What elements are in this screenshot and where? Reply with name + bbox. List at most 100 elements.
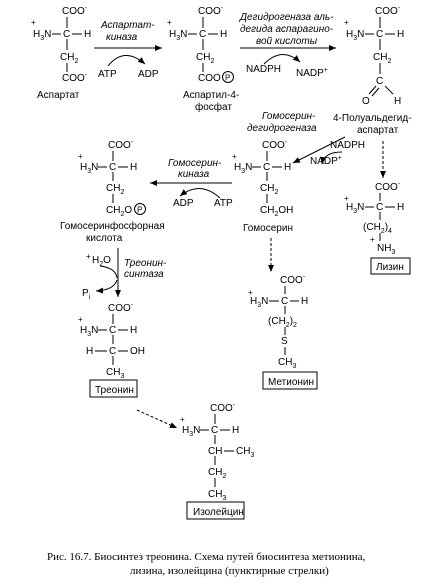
svg-text:H2O: H2O <box>92 255 111 268</box>
svg-text:P: P <box>137 206 142 215</box>
svg-text:COO-: COO- <box>108 302 134 314</box>
svg-text:O: O <box>362 96 370 107</box>
svg-text:CH2: CH2 <box>373 52 391 65</box>
svg-text:+: + <box>78 315 83 324</box>
svg-text:Pi: Pi <box>82 288 91 301</box>
aspartate-kinase-step: Аспартат- киназа ATP ADP <box>94 20 162 80</box>
svg-text:H: H <box>232 425 239 436</box>
svg-text:H: H <box>301 296 308 307</box>
svg-text:CH3: CH3 <box>278 357 296 370</box>
svg-text:C: C <box>376 76 383 87</box>
svg-text:CH2: CH2 <box>106 183 124 196</box>
homoserine-dehydrogenase-step: Гомосерин- дегидрогеназа NADPH NADP+ <box>247 111 365 167</box>
svg-text:COO-: COO- <box>375 181 401 193</box>
svg-text:Изолейцин: Изолейцин <box>193 507 244 518</box>
svg-text:CH2OH: CH2OH <box>260 205 293 218</box>
svg-text:CH2: CH2 <box>260 183 278 196</box>
svg-text:Дегидрогеназа аль-: Дегидрогеназа аль- <box>239 12 334 23</box>
svg-text:C: C <box>109 325 116 336</box>
lysine-structure: COO- + H3N C H (CH2)4 + NH3 Лизин <box>344 181 411 275</box>
methionine-box <box>262 371 318 390</box>
svg-text:кислота: кислота <box>86 233 123 244</box>
svg-text:H3N: H3N <box>80 162 98 175</box>
homoserine-structure: COO- + H3N C H CH2 CH2OH Гомосерин <box>232 139 293 234</box>
svg-text:C: C <box>109 162 116 173</box>
aspartate-structure: COO- + H3N C H CH2 COO- Аспартат <box>31 5 91 101</box>
svg-text:(CH2)4: (CH2)4 <box>363 222 392 235</box>
svg-text:COO-: COO- <box>108 139 134 151</box>
isoleucine-box <box>186 501 245 520</box>
svg-text:(CH2)2: (CH2)2 <box>268 316 297 329</box>
svg-text:лизина, изолейцина (пунктирные: лизина, изолейцина (пунктирные стрелки) <box>130 565 329 577</box>
svg-text:H: H <box>397 29 404 40</box>
svg-text:S: S <box>281 336 288 347</box>
svg-text:дегида аспарагино-: дегида аспарагино- <box>240 24 334 35</box>
aspartate-label: Аспартат <box>37 90 80 101</box>
svg-text:Треонин-: Треонин- <box>124 258 167 269</box>
svg-text:C: C <box>109 346 116 357</box>
svg-text:+: + <box>86 252 91 261</box>
svg-text:CH3: CH3 <box>106 367 124 380</box>
svg-text:NH3: NH3 <box>377 243 395 256</box>
svg-text:COO-: COO- <box>62 72 88 84</box>
svg-text:+: + <box>344 194 349 203</box>
svg-text:H3N: H3N <box>169 29 187 42</box>
svg-text:ATP: ATP <box>98 69 117 80</box>
svg-text:Метионин: Метионин <box>268 377 314 388</box>
svg-text:COO: COO <box>198 73 221 84</box>
svg-text:COO-: COO- <box>280 274 306 286</box>
svg-text:H: H <box>130 325 137 336</box>
svg-text:Гомосерин-: Гомосерин- <box>262 111 316 122</box>
phosphohomoserine-structure: COO- + H3N C H CH2 CH2O P Гомосеринфосфо… <box>60 139 165 244</box>
svg-text:синтаза: синтаза <box>124 269 164 280</box>
svg-text:CH2: CH2 <box>60 52 78 65</box>
svg-text:H3N: H3N <box>234 162 252 175</box>
svg-text:C: C <box>63 29 70 40</box>
svg-text:Гомосерин-: Гомосерин- <box>168 158 222 169</box>
svg-text:дегидрогеназа: дегидрогеназа <box>247 123 317 134</box>
svg-text:Аспартил-4-: Аспартил-4- <box>183 90 239 101</box>
svg-text:H3N: H3N <box>346 29 364 42</box>
svg-text:аспартат: аспартат <box>357 125 399 136</box>
svg-text:+: + <box>232 152 237 161</box>
svg-text:H: H <box>130 162 137 173</box>
svg-text:COO-: COO- <box>62 5 88 17</box>
lysine-box <box>370 257 411 275</box>
svg-text:+: + <box>78 152 83 161</box>
svg-text:Гомосеринфосфорная: Гомосеринфосфорная <box>60 220 165 232</box>
svg-text:вой кислоты: вой кислоты <box>256 36 318 47</box>
methionine-structure: COO- + H3N C H (CH2)2 S CH3 Метионин <box>248 274 318 390</box>
svg-text:COO-: COO- <box>262 139 288 151</box>
svg-text:+: + <box>248 288 253 297</box>
svg-text:H: H <box>397 202 404 213</box>
svg-text:C: C <box>376 29 383 40</box>
svg-text:ATP: ATP <box>214 198 233 209</box>
svg-text:C: C <box>211 425 218 436</box>
svg-text:+: + <box>31 18 36 27</box>
svg-text:COO-: COO- <box>375 5 401 17</box>
svg-text:CH2: CH2 <box>196 52 214 65</box>
svg-text:+: + <box>167 18 172 27</box>
svg-text:NADP+: NADP+ <box>310 155 342 167</box>
svg-text:H3N: H3N <box>33 29 51 42</box>
svg-text:C: C <box>199 29 206 40</box>
svg-text:C: C <box>263 162 270 173</box>
threonine-synthase-step: + H2O Треонин- синтаза Pi <box>82 248 167 301</box>
threonine-box <box>89 379 138 398</box>
svg-text:OH: OH <box>130 346 145 357</box>
aspartate-semialdehyde-dehydrogenase-step: Дегидрогеназа аль- дегида аспарагино- во… <box>239 12 336 79</box>
svg-text:NADPH: NADPH <box>330 140 365 151</box>
svg-text:ADP: ADP <box>173 198 194 209</box>
svg-text:CH: CH <box>208 446 222 457</box>
svg-text:+: + <box>344 18 349 27</box>
svg-text:H: H <box>86 346 93 357</box>
svg-text:COO-: COO- <box>198 5 224 17</box>
svg-text:H: H <box>394 96 401 107</box>
svg-text:+: + <box>370 235 375 244</box>
svg-text:H3N: H3N <box>182 425 200 438</box>
svg-text:Аспартат-: Аспартат- <box>100 20 155 31</box>
threonine-structure: COO- + H3N C H H C OH CH3 Треонин <box>78 302 145 398</box>
svg-text:киназа: киназа <box>178 169 210 180</box>
svg-text:CH3: CH3 <box>236 446 254 459</box>
svg-text:+: + <box>180 415 185 424</box>
